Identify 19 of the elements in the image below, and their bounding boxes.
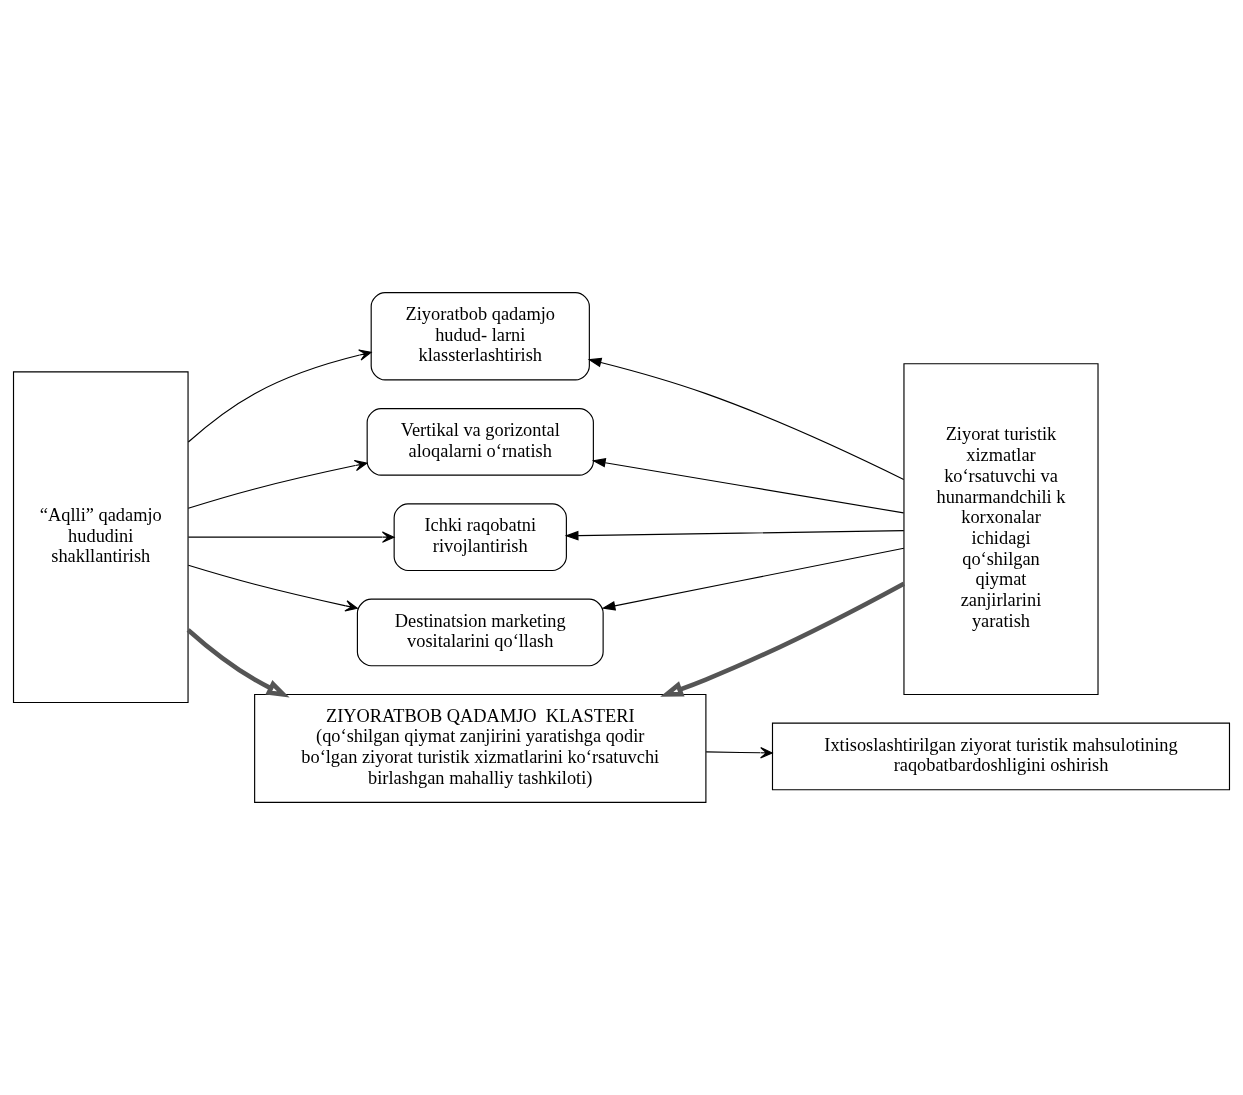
arrow — [601, 547, 905, 611]
node-box: Ziyorat turistik xizmatlar ko‘rsatuvchi va hunarmandchili k korxonalar ichidagi qo‘shilgan qiymat zanjirlarini yaratish — [903, 363, 1099, 696]
arrow — [186, 628, 290, 698]
arrow — [587, 357, 905, 480]
arrow — [591, 457, 905, 514]
node-box: Vertikal va gorizontal aloqalarni o‘rnatish — [366, 408, 594, 476]
arrow — [705, 747, 773, 759]
arrow — [187, 531, 395, 543]
node-box: Destinatsion marketing vositalarini qo‘llash — [356, 598, 604, 667]
arrow — [187, 564, 358, 612]
arrow — [564, 530, 905, 541]
node-box: Ixtisoslashtirilgan ziyorat turistik mahsulotining raqobatbardoshligini oshirish — [771, 722, 1231, 791]
node-box: ZIYORATBOB QADAMJO KLASTERI (qo‘shilgan qiymat zanjirini yaratishga qodir bo‘lgan ziyorat turistik xizmatlarini ko‘rsatuvchi birlashgan mahalliy tashkiloti) — [254, 693, 707, 803]
node-box: “Aqlli” qadamjo hududini shakllantirish — [12, 371, 189, 704]
arrow — [187, 349, 372, 443]
arrow — [660, 581, 905, 697]
node-box: Ziyoratbob qadamjo hudud- larni klassterlashtirish — [370, 292, 590, 381]
arrow — [187, 459, 368, 509]
node-box: Ichki raqobatni rivojlantirish — [393, 503, 567, 572]
